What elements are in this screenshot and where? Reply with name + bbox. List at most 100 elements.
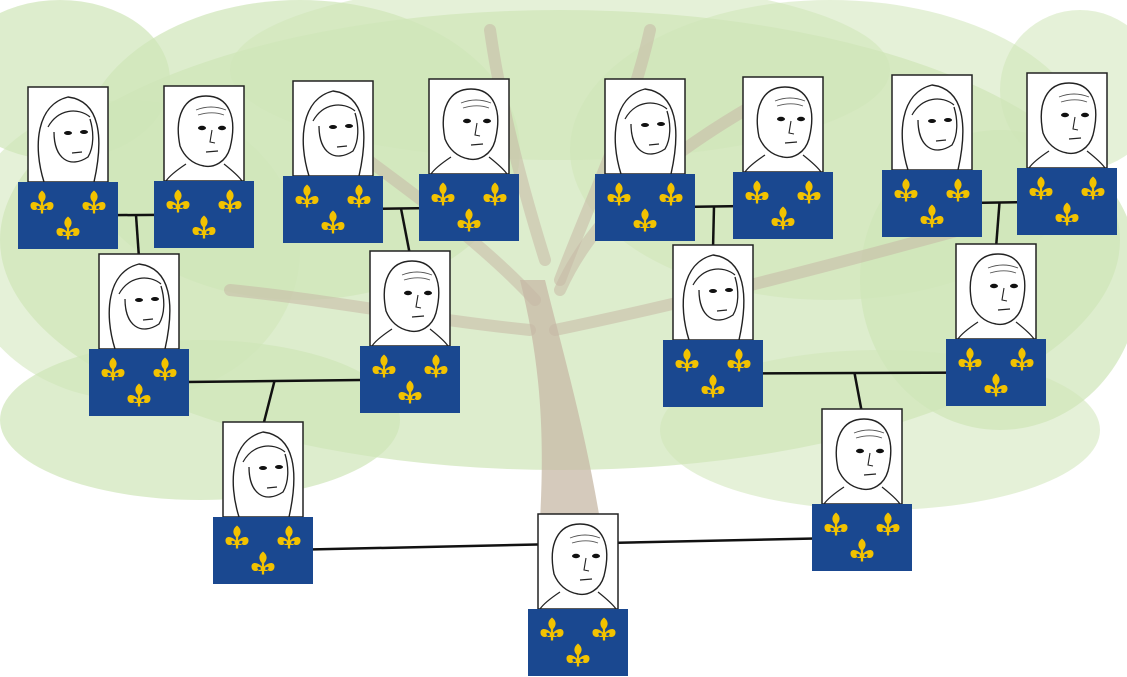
family-member[interactable] (1017, 72, 1117, 235)
nose (867, 452, 874, 467)
face-outline (124, 285, 165, 330)
forehead-wrinkle (853, 429, 885, 434)
family-member[interactable] (213, 421, 313, 584)
forehead-wrinkle (197, 112, 225, 116)
eye (657, 122, 665, 126)
eye (151, 297, 159, 301)
woman-portrait (27, 86, 109, 183)
eye (725, 288, 733, 292)
head-outline (383, 260, 440, 333)
family-member[interactable] (528, 513, 628, 676)
eye (463, 118, 471, 124)
royal-arms-flag (663, 340, 763, 407)
foliage-patch (0, 340, 400, 500)
head-outline (835, 418, 892, 491)
hair-fringe (47, 110, 91, 128)
eye (345, 124, 353, 128)
nose (474, 122, 481, 137)
family-member[interactable] (663, 244, 763, 407)
forehead-wrinkle (774, 97, 806, 102)
face-outline (630, 110, 671, 155)
family-member[interactable] (360, 250, 460, 413)
eye (572, 553, 580, 559)
descent-line (994, 202, 1001, 249)
hair-outline (232, 431, 295, 518)
eye (424, 290, 432, 296)
royal-arms-flag (154, 181, 254, 248)
trunk-shape (520, 280, 600, 520)
mouth (71, 151, 83, 154)
shoulder-line (430, 156, 452, 175)
shoulder-line (823, 486, 845, 505)
man-portrait (955, 243, 1037, 340)
mouth (411, 315, 425, 318)
family-member[interactable] (882, 74, 982, 237)
family-member[interactable] (812, 408, 912, 571)
forehead-wrinkle (776, 103, 804, 107)
family-member[interactable] (89, 253, 189, 416)
shoulder-line (802, 154, 822, 173)
hair-fringe (118, 277, 162, 295)
mouth (470, 143, 484, 146)
eye (876, 448, 884, 454)
hair-fringe (911, 98, 955, 116)
forehead-wrinkle (989, 270, 1017, 274)
mouth (579, 578, 593, 581)
eye (275, 465, 283, 469)
mouth (997, 308, 1011, 311)
family-member[interactable] (154, 85, 254, 248)
forehead-wrinkle (1060, 99, 1088, 103)
family-member[interactable] (595, 78, 695, 241)
eye (990, 283, 998, 289)
eye (259, 466, 267, 470)
man-portrait (1026, 72, 1108, 169)
eye (64, 131, 72, 135)
eye (329, 125, 337, 129)
hair-fringe (242, 445, 286, 463)
hair-fringe (624, 102, 668, 120)
hair-outline (614, 88, 677, 175)
forehead-wrinkle (1058, 93, 1090, 98)
family-member[interactable] (283, 80, 383, 243)
eye (1061, 112, 1069, 118)
face-outline (248, 453, 289, 498)
eye (856, 448, 864, 454)
hair-fringe (312, 104, 356, 122)
forehead-wrinkle (569, 534, 601, 539)
face-outline (698, 276, 739, 321)
shoulder-line (488, 156, 508, 175)
family-member[interactable] (946, 243, 1046, 406)
shoulder-line (223, 163, 243, 182)
shoulder-line (597, 591, 617, 610)
family-member[interactable] (419, 78, 519, 241)
descent-line (134, 214, 141, 259)
forehead-wrinkle (195, 106, 227, 111)
royal-arms-flag (89, 349, 189, 416)
eye (641, 123, 649, 127)
eye (135, 298, 143, 302)
woman-portrait (672, 244, 754, 341)
mouth (784, 141, 798, 144)
hair-outline (37, 96, 100, 183)
mouth (1068, 137, 1082, 140)
hair-outline (682, 254, 745, 341)
family-member[interactable] (18, 86, 118, 249)
eye (404, 290, 412, 296)
face-outline (53, 118, 94, 163)
descent-line (399, 208, 412, 256)
man-portrait (537, 513, 619, 610)
mouth (142, 318, 154, 321)
eye (483, 118, 491, 124)
nose (415, 294, 422, 309)
shoulder-line (1015, 321, 1035, 340)
royal-arms-flag (733, 172, 833, 239)
family-member[interactable] (733, 76, 833, 239)
shoulder-line (1086, 150, 1106, 169)
nose (1072, 116, 1079, 131)
nose (583, 557, 590, 572)
face-outline (917, 106, 958, 151)
forehead-wrinkle (403, 277, 431, 281)
royal-arms-flag (419, 174, 519, 241)
